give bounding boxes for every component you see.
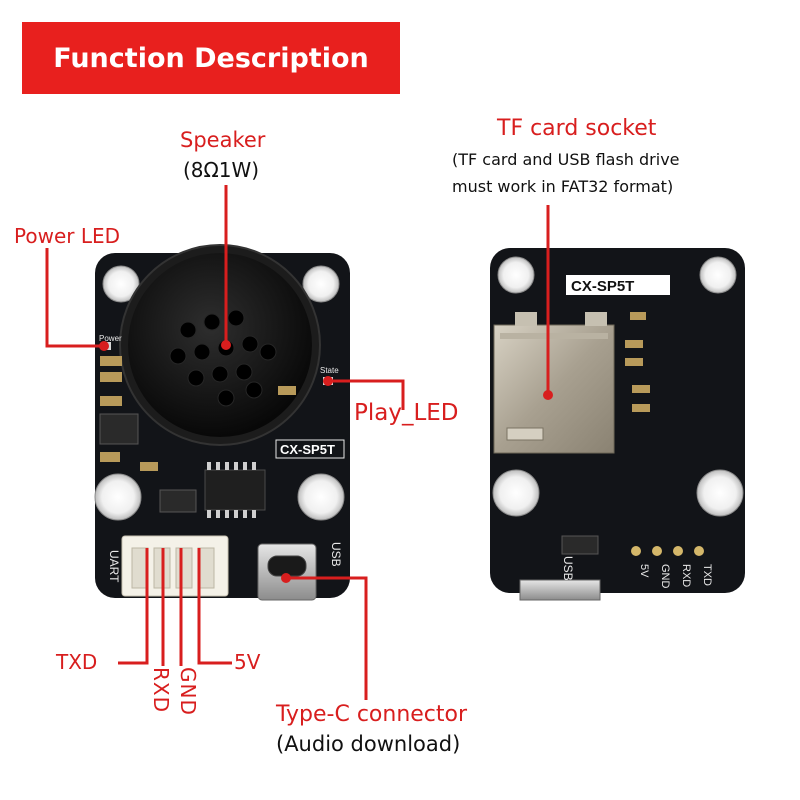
front-main-ic bbox=[204, 469, 266, 511]
power-led-callout-line bbox=[45, 248, 104, 348]
banner-title: Function Description bbox=[53, 42, 369, 74]
5v-callout-line bbox=[197, 548, 232, 665]
silk-power: Power bbox=[99, 334, 122, 343]
play-led-callout-dot bbox=[323, 376, 333, 386]
rxd-label: RXD bbox=[149, 667, 173, 713]
back-model-plate bbox=[566, 275, 670, 295]
typec-callout-line bbox=[286, 576, 368, 700]
txd-label: TXD bbox=[56, 650, 98, 674]
silk-usb-front: USB bbox=[329, 542, 343, 567]
front-board: Power State CX-SP5T UART USB bbox=[94, 244, 350, 601]
typec-note-label: (Audio download) bbox=[276, 732, 461, 756]
front-secondary-ic bbox=[159, 489, 197, 513]
back-board: CX-SP5T USB 5V GND RXD TXD bbox=[490, 248, 745, 601]
back-pin-5v: 5V bbox=[638, 564, 650, 578]
back-pin-gnd: GND bbox=[659, 564, 671, 589]
back-pin-rxd: RXD bbox=[680, 564, 692, 587]
typec-callout-dot bbox=[281, 573, 291, 583]
front-mount-hole-tr bbox=[302, 265, 340, 303]
back-mount-hole-tl bbox=[497, 256, 535, 294]
silk-state: State bbox=[320, 366, 339, 375]
back-mount-hole-bl bbox=[492, 469, 540, 517]
power-led-label: Power LED bbox=[14, 224, 121, 248]
silk-uart: UART bbox=[107, 550, 121, 583]
back-model-text: CX-SP5T bbox=[571, 278, 634, 295]
speaker-callout-dot bbox=[221, 340, 231, 350]
speaker-spec-label: (8Ω1W) bbox=[183, 158, 260, 182]
front-model-text: CX-SP5T bbox=[280, 442, 335, 457]
tf-note-line-1: (TF card and USB flash drive bbox=[452, 150, 680, 169]
txd-callout-line bbox=[118, 548, 149, 665]
silk-usb-back: USB bbox=[561, 556, 575, 581]
front-mount-hole-br bbox=[297, 473, 345, 521]
front-regulator-chip bbox=[99, 413, 139, 445]
callout-lines bbox=[45, 185, 550, 700]
play-led-label: Play_LED bbox=[354, 400, 459, 426]
callout-dots bbox=[99, 340, 553, 583]
gnd-label: GND bbox=[176, 667, 200, 716]
speaker-component bbox=[119, 244, 321, 446]
power-led-callout-dot bbox=[99, 341, 109, 351]
back-mount-hole-br bbox=[696, 469, 744, 517]
tf-socket-label: TF card socket bbox=[497, 116, 657, 141]
5v-label: 5V bbox=[234, 650, 261, 674]
tf-socket-callout-dot bbox=[543, 390, 553, 400]
tf-note-line-2: must work in FAT32 format) bbox=[452, 177, 674, 196]
back-mount-hole-tr bbox=[699, 256, 737, 294]
play-led-callout-line bbox=[328, 379, 405, 410]
typec-label: Type-C connector bbox=[276, 702, 468, 727]
back-usb-port bbox=[519, 579, 601, 601]
front-mount-hole-tl bbox=[102, 265, 140, 303]
back-pin-txd: TXD bbox=[701, 564, 713, 586]
function-description-banner: Function Description bbox=[22, 22, 400, 94]
speaker-label: Speaker bbox=[180, 128, 266, 152]
front-mount-hole-bl bbox=[94, 473, 142, 521]
